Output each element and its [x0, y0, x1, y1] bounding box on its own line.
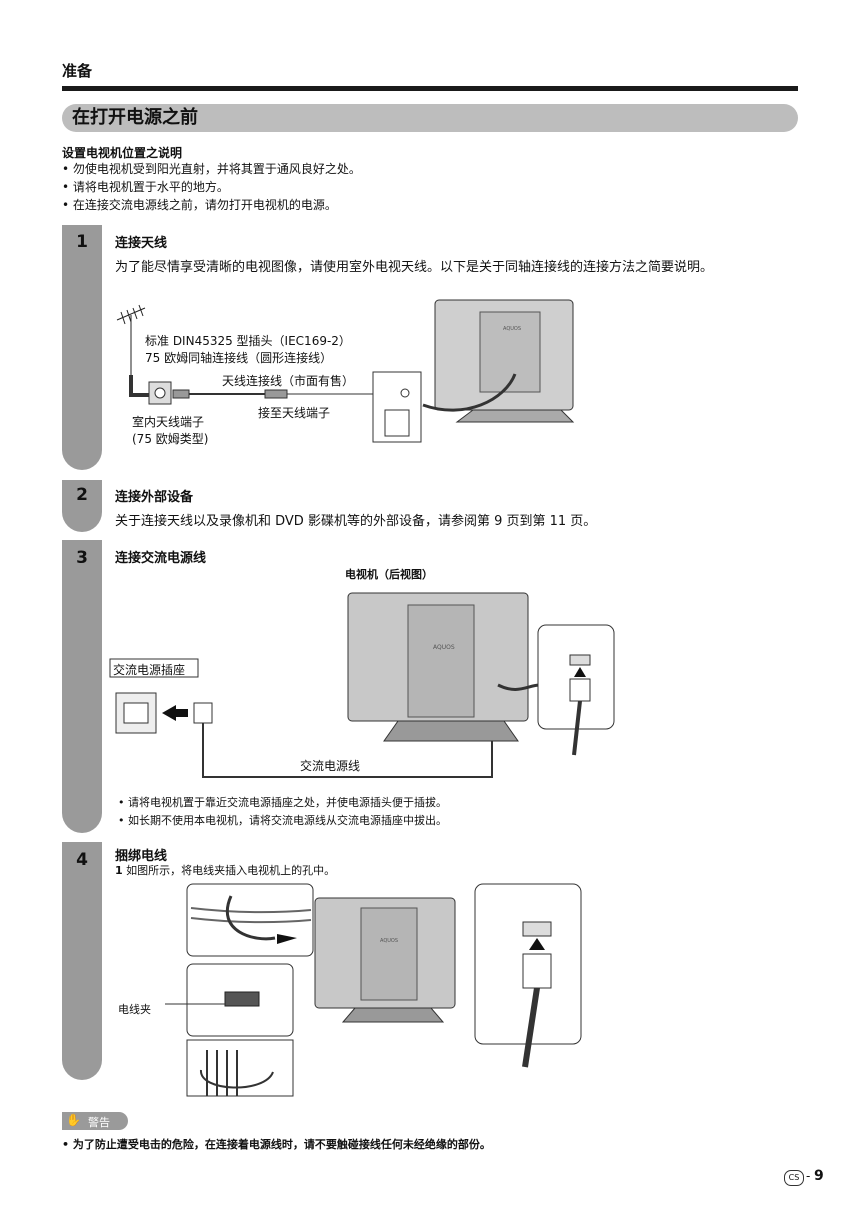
terminal-type-label: (75 欧姆类型): [132, 432, 209, 446]
antenna-cable-label: 天线连接线（市面有售）: [222, 374, 355, 388]
warning-text: • 为了防止遭受电击的危险，在连接着电源线时，请不要触碰接线任何未经绝缘的部份。: [62, 1138, 491, 1151]
svg-text:AQUOS: AQUOS: [503, 326, 521, 332]
cable-clip-icon: [224, 991, 260, 1007]
step-4-number: 4: [76, 850, 88, 870]
step-3-title: 连接交流电源线: [115, 551, 207, 566]
svg-text:AQUOS: AQUOS: [380, 938, 398, 944]
step-2-text: 关于连接天线以及录像机和 DVD 影碟机等的外部设备，请参阅第 9 页到第 11…: [115, 514, 597, 529]
step-1-title: 连接天线: [115, 236, 168, 251]
coax-cable-label: 75 欧姆同轴连接线（圆形连接线）: [145, 351, 333, 365]
step-2-bar: [62, 480, 102, 532]
header-rule: [62, 86, 798, 91]
step-4-instruction: 1 如图所示，将电线夹插入电视机上的孔中。: [115, 862, 335, 878]
tv-rear-label: 电视机（后视图）: [345, 568, 433, 581]
cable-clip-diagram: AQUOS: [165, 883, 582, 1097]
list-item: 勿使电视机受到阳光直射，并将其置于通风良好之处。: [62, 160, 361, 178]
plug-icon: [193, 702, 213, 724]
clip-label: 电线夹: [118, 1003, 151, 1016]
cable-line: [129, 375, 153, 397]
step-1-bar: [62, 225, 102, 470]
section-label: 准备: [62, 62, 93, 80]
step-4-bar: [62, 842, 102, 1080]
list-item: 请将电视机置于水平的地方。: [62, 178, 361, 196]
step-2-number: 2: [76, 485, 88, 505]
step-1-number: 1: [76, 232, 88, 252]
step-2-title: 连接外部设备: [115, 490, 194, 505]
page-title: 在打开电源之前: [72, 107, 198, 128]
title-banner: [62, 104, 798, 132]
to-terminal-label: 接至天线端子: [258, 406, 331, 420]
antenna-icon: [116, 304, 146, 375]
warning-badge: ✋ 警告: [62, 1112, 128, 1130]
power-cord-label: 交流电源线: [300, 759, 361, 773]
antenna-diagram: AQUOS: [116, 299, 575, 443]
step-3-notes: 请将电视机置于靠近交流电源插座之处，并使电源插头便于插拔。 如长期不使用本电视机…: [118, 794, 447, 830]
intro-bullets: 勿使电视机受到阳光直射，并将其置于通风良好之处。 请将电视机置于水平的地方。 在…: [62, 160, 361, 214]
svg-text:AQUOS: AQUOS: [433, 644, 455, 651]
warning-label: 警告: [88, 1116, 110, 1129]
step-4-title: 捆绑电线: [115, 849, 168, 864]
language-badge: CS: [784, 1170, 804, 1186]
step-1-text: 为了能尽情享受清晰的电视图像，请使用室外电视天线。以下是关于同轴连接线的连接方法…: [115, 260, 714, 275]
socket-label: 交流电源插座: [113, 663, 186, 677]
list-item: 如长期不使用本电视机，请将交流电源线从交流电源插座中拔出。: [118, 812, 447, 830]
page-number: 9: [814, 1168, 824, 1184]
step-3-number: 3: [76, 548, 88, 568]
page-separator: -: [806, 1169, 811, 1183]
power-diagram: AQUOS: [109, 592, 615, 778]
list-item: 请将电视机置于靠近交流电源插座之处，并使电源插头便于插拔。: [118, 794, 447, 812]
list-item: 在连接交流电源线之前，请勿打开电视机的电源。: [62, 196, 361, 214]
intro-subtitle: 设置电视机位置之说明: [62, 146, 183, 160]
warning-body: 为了防止遭受电击的危险，在连接着电源线时，请不要触碰接线任何未经绝缘的部份。: [72, 1138, 491, 1151]
step-3-bar: [62, 540, 102, 833]
instruction-text: 如图所示，将电线夹插入电视机上的孔中。: [126, 864, 336, 877]
indoor-terminal-label: 室内天线端子: [132, 415, 205, 429]
plug-standard-label: 标准 DIN45325 型插头（IEC169-2）: [145, 334, 351, 348]
instruction-number: 1: [115, 864, 123, 877]
hand-icon: ✋: [66, 1113, 81, 1127]
